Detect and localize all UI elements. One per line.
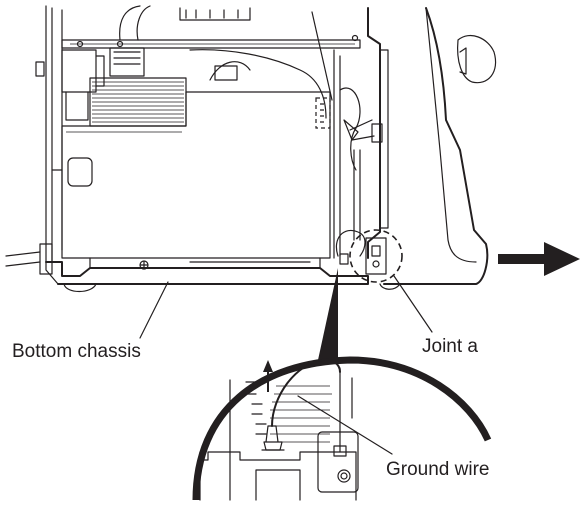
left-panel-tab [35, 61, 45, 77]
joint-bracket [365, 237, 387, 275]
inset-bracket [317, 431, 359, 493]
hidden-connector [315, 97, 331, 129]
leader-line-top [311, 11, 333, 101]
bottom-chassis-outline [45, 261, 369, 285]
leader-bottom-chassis [139, 281, 169, 339]
label-bottom-chassis: Bottom chassis [12, 341, 141, 362]
upper-wire-harness [189, 49, 327, 119]
front-cover [383, 7, 489, 285]
relay-box [109, 47, 145, 77]
leader-ground-wire [297, 395, 393, 455]
ground-wire-inset [192, 268, 492, 501]
lift-up-arrow-icon [263, 360, 273, 392]
terminal-block [61, 49, 97, 93]
ground-terminal [263, 425, 283, 451]
board-window [67, 157, 93, 187]
inset-pointer [318, 268, 338, 360]
front-panel-edge [367, 7, 381, 259]
left-side-panel [45, 5, 63, 285]
top-rail [61, 39, 361, 49]
top-component [179, 7, 251, 21]
label-joint-a: Joint a [422, 336, 478, 357]
inset-base-plate [199, 451, 357, 501]
inner-right-wall [333, 49, 341, 259]
ground-wire [271, 358, 341, 427]
inset-frame [192, 356, 492, 501]
label-ground-wire: Ground wire [386, 459, 490, 480]
front-knob [457, 35, 497, 84]
chassis-screw [139, 260, 149, 270]
wire-loop [335, 229, 366, 257]
leader-joint-a [393, 275, 433, 333]
control-board-box [61, 91, 331, 259]
power-cord [5, 251, 41, 267]
joint-a-highlight [349, 229, 403, 283]
main-unit-drawing [5, 5, 580, 293]
pull-direction-arrow-icon [498, 242, 580, 276]
left-foot [63, 283, 97, 293]
